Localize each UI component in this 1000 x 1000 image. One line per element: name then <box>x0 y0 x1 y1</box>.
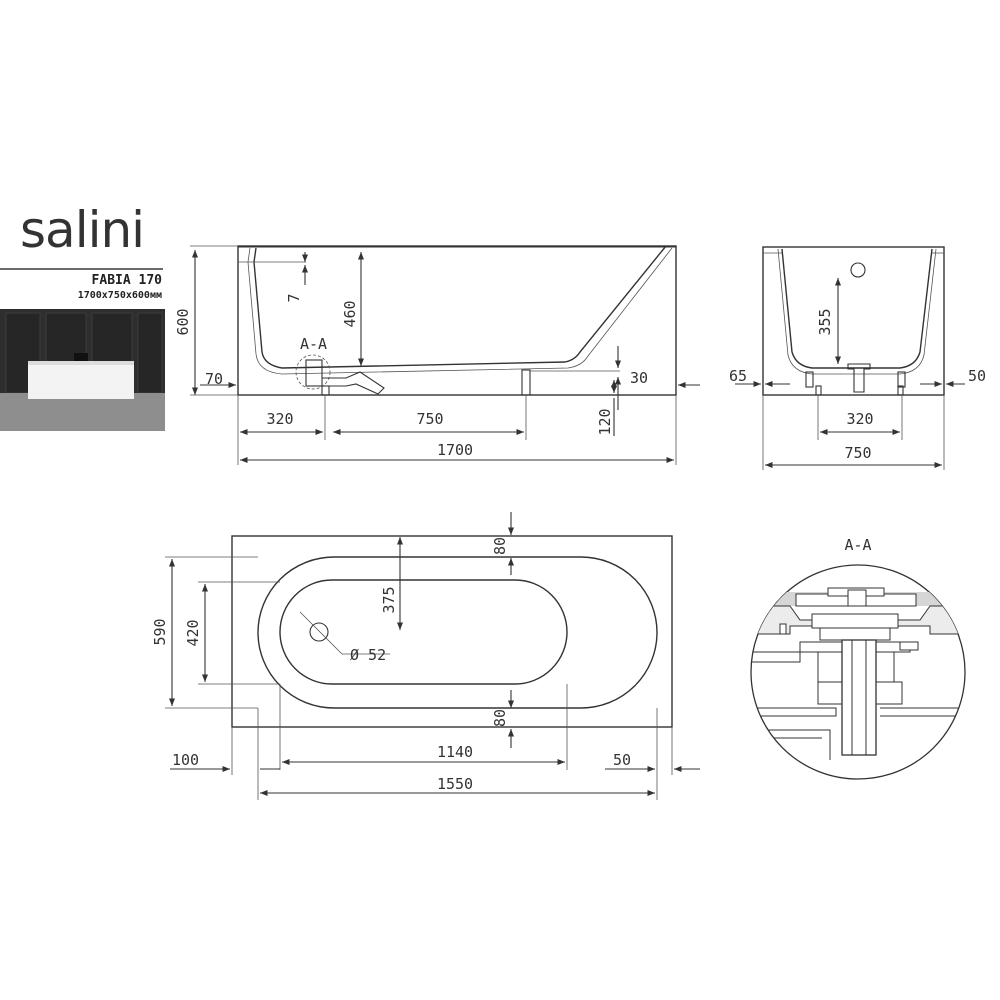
dim-clearance-120: 120 <box>596 408 614 435</box>
dim-drain-52: Ø 52 <box>350 646 386 664</box>
model-name: FABIA 170 <box>91 273 162 288</box>
dim-wall-50: 50 <box>968 367 986 385</box>
dim-depth-355: 355 <box>816 308 834 335</box>
section-circle <box>295 354 331 390</box>
dim-span-750: 750 <box>416 410 443 428</box>
end-inner-contour <box>781 248 933 369</box>
overflow-hole <box>850 262 866 278</box>
top-inner-bowl <box>279 579 568 685</box>
dim-rim-80-top: 80 <box>491 537 509 555</box>
dim-width-750: 750 <box>844 444 871 462</box>
end-outer-shell <box>762 246 945 396</box>
dim-edge-50: 50 <box>613 751 631 769</box>
detail-section: A-A <box>750 536 966 780</box>
side-outer-shell <box>237 245 677 396</box>
dim-inner-1140: 1140 <box>437 743 473 761</box>
dim-height-600: 600 <box>174 308 192 335</box>
model-size: 1700x750x600мм <box>77 290 162 301</box>
brand-block: salini FABIA 170 1700x750x600мм <box>0 195 170 435</box>
drain-hole <box>309 622 329 642</box>
side-foot-right <box>521 369 531 396</box>
dim-depth-460: 460 <box>341 300 359 327</box>
dim-rim-7: 7 <box>285 293 303 302</box>
section-label: A-A <box>300 335 327 353</box>
dim-depth-375: 375 <box>380 586 398 613</box>
dim-outer-1550: 1550 <box>437 775 473 793</box>
dim-inner-420: 420 <box>184 619 202 646</box>
side-inner-contour <box>253 245 667 369</box>
side-foot-left <box>321 385 330 396</box>
brand-logo: salini <box>20 201 145 259</box>
end-view: 355 65 50 320 750 <box>729 246 986 470</box>
top-outer-rim <box>231 535 673 728</box>
side-view: A-A 600 70 7 460 30 120 320 750 1700 <box>174 245 700 465</box>
dim-width-590: 590 <box>151 618 169 645</box>
dim-slope-30: 30 <box>630 369 648 387</box>
product-photo <box>0 309 165 431</box>
brand-rule <box>0 268 163 270</box>
dim-foot-70: 70 <box>205 370 223 388</box>
end-drain <box>847 363 871 393</box>
dim-rim-80-bottom: 80 <box>491 709 509 727</box>
dim-offset-320: 320 <box>266 410 293 428</box>
detail-title: A-A <box>844 536 871 554</box>
dim-wall-65: 65 <box>729 367 747 385</box>
dim-length-1700: 1700 <box>437 441 473 459</box>
dim-edge-100: 100 <box>172 751 199 769</box>
top-outer-bowl <box>257 556 658 709</box>
top-view: 80 375 80 590 420 Ø 52 100 1140 50 1550 <box>151 512 700 800</box>
dim-span-320: 320 <box>846 410 873 428</box>
